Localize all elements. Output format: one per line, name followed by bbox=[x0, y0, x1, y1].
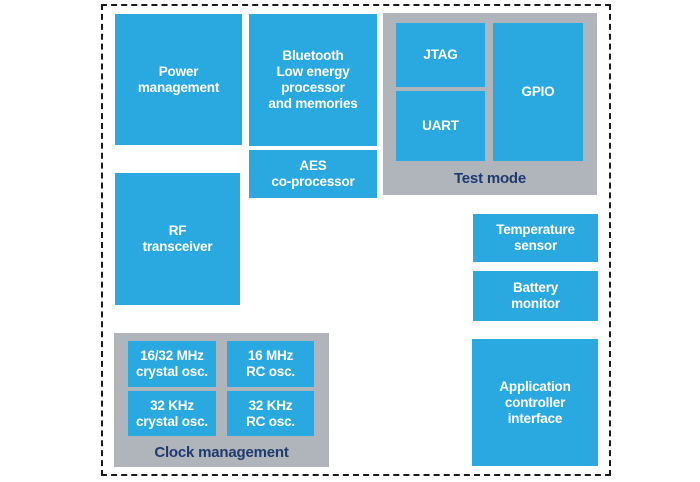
block-battery-monitor: Battery monitor bbox=[473, 271, 598, 321]
block-aes-coprocessor: AES co-processor bbox=[249, 150, 377, 198]
block-32-khz-crystal-osc-label: 32 KHz crystal osc. bbox=[136, 397, 208, 429]
block-16-mhz-rc-osc-label: 16 MHz RC osc. bbox=[246, 348, 295, 379]
block-16-mhz-rc-osc: 16 MHz RC osc. bbox=[227, 341, 314, 387]
block-rf-transceiver: RF transceiver bbox=[115, 173, 240, 305]
group-clock-management: 16/32 MHz crystal osc. 16 MHz RC osc. 32… bbox=[114, 333, 329, 467]
block-32-khz-crystal-osc: 32 KHz crystal osc. bbox=[128, 391, 216, 436]
block-power-management: Power management bbox=[115, 14, 242, 145]
block-32-khz-rc-osc-label: 32 KHz RC osc. bbox=[246, 397, 295, 429]
block-bluetooth-low-energy-processor-label: Bluetooth Low energy processor and memor… bbox=[268, 48, 358, 111]
block-power-management-label: Power management bbox=[137, 63, 220, 95]
block-temperature-sensor-label: Temperature sensor bbox=[496, 222, 575, 253]
block-temperature-sensor: Temperature sensor bbox=[473, 214, 598, 262]
block-application-controller-interface: Application controller interface bbox=[472, 339, 598, 466]
block-battery-monitor-label: Battery monitor bbox=[511, 280, 560, 311]
block-32-khz-rc-osc: 32 KHz RC osc. bbox=[227, 391, 314, 436]
chip-boundary-dashed-frame bbox=[101, 4, 611, 476]
group-test-mode: JTAG UART GPIO Test mode bbox=[383, 13, 597, 195]
block-uart-label: UART bbox=[422, 118, 459, 133]
block-uart: UART bbox=[396, 91, 485, 161]
block-aes-coprocessor-label: AES co-processor bbox=[271, 158, 355, 189]
block-jtag-label: JTAG bbox=[423, 47, 458, 62]
block-jtag: JTAG bbox=[396, 23, 485, 87]
block-gpio-label: GPIO bbox=[521, 84, 555, 99]
block-16-32-mhz-crystal-osc: 16/32 MHz crystal osc. bbox=[128, 341, 216, 387]
group-test-mode-label: Test mode bbox=[453, 170, 527, 187]
block-rf-transceiver-label: RF transceiver bbox=[142, 223, 213, 254]
block-gpio: GPIO bbox=[493, 23, 583, 161]
group-clock-management-label: Clock management bbox=[154, 444, 289, 461]
block-application-controller-interface-label: Application controller interface bbox=[499, 378, 571, 426]
block-16-32-mhz-crystal-osc-label: 16/32 MHz crystal osc. bbox=[136, 348, 208, 379]
block-bluetooth-low-energy-processor: Bluetooth Low energy processor and memor… bbox=[249, 14, 377, 146]
